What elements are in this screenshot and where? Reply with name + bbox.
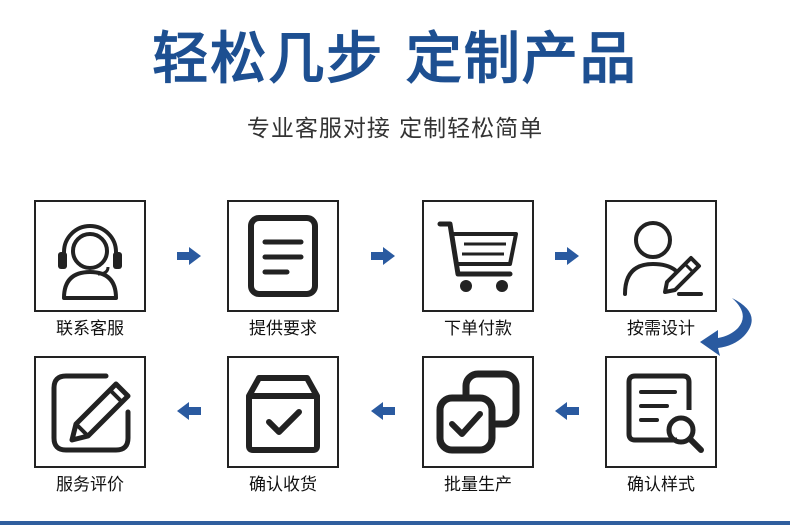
- step-icon-box: [422, 200, 534, 312]
- person-pencil-icon: [623, 221, 703, 296]
- arrow-left-icon: [555, 402, 579, 420]
- step-design-on-demand: 按需设计: [605, 200, 717, 339]
- step-label: 按需设计: [627, 319, 695, 339]
- step-icon-box: [605, 356, 717, 468]
- bottom-divider: [0, 521, 790, 525]
- step-label: 提供要求: [249, 319, 317, 339]
- step-label: 确认样式: [627, 475, 695, 495]
- step-service-review: 服务评价: [34, 356, 146, 495]
- step-mass-production: 批量生产: [422, 356, 534, 495]
- curved-arrow-icon: [700, 298, 752, 356]
- page-subtitle: 专业客服对接 定制轻松简单: [246, 116, 544, 142]
- pencil-edit-icon: [51, 373, 131, 453]
- step-icon-box: [227, 356, 339, 468]
- step-confirm-receipt: 确认收货: [227, 356, 339, 495]
- step-label: 确认收货: [249, 475, 317, 495]
- arrow-left-icon: [371, 402, 395, 420]
- step-label: 下单付款: [444, 319, 512, 339]
- step-label: 批量生产: [444, 475, 512, 495]
- step-contact-service: 联系客服: [34, 200, 146, 339]
- page-title: 轻松几步 定制产品: [152, 27, 638, 92]
- document-lines-icon: [248, 215, 318, 297]
- step-icon-box: [34, 200, 146, 312]
- arrow-right-icon: [371, 247, 395, 265]
- step-label: 服务评价: [56, 475, 124, 495]
- arrow-left-icon: [177, 402, 201, 420]
- step-icon-box: [422, 356, 534, 468]
- document-magnifier-icon: [626, 373, 704, 453]
- step-label: 联系客服: [56, 319, 124, 339]
- step-confirm-style: 确认样式: [605, 356, 717, 495]
- arrow-right-icon: [177, 247, 201, 265]
- step-icon-box: [34, 356, 146, 468]
- step-icon-box: [227, 200, 339, 312]
- arrow-right-icon: [555, 247, 579, 265]
- step-order-payment: 下单付款: [422, 200, 534, 339]
- box-check-icon: [246, 375, 320, 453]
- headset-person-icon: [58, 224, 122, 300]
- step-provide-requirements: 提供要求: [227, 200, 339, 339]
- stacked-squares-check-icon: [436, 370, 520, 454]
- shopping-cart-icon: [437, 221, 518, 292]
- step-icon-box: [605, 200, 717, 312]
